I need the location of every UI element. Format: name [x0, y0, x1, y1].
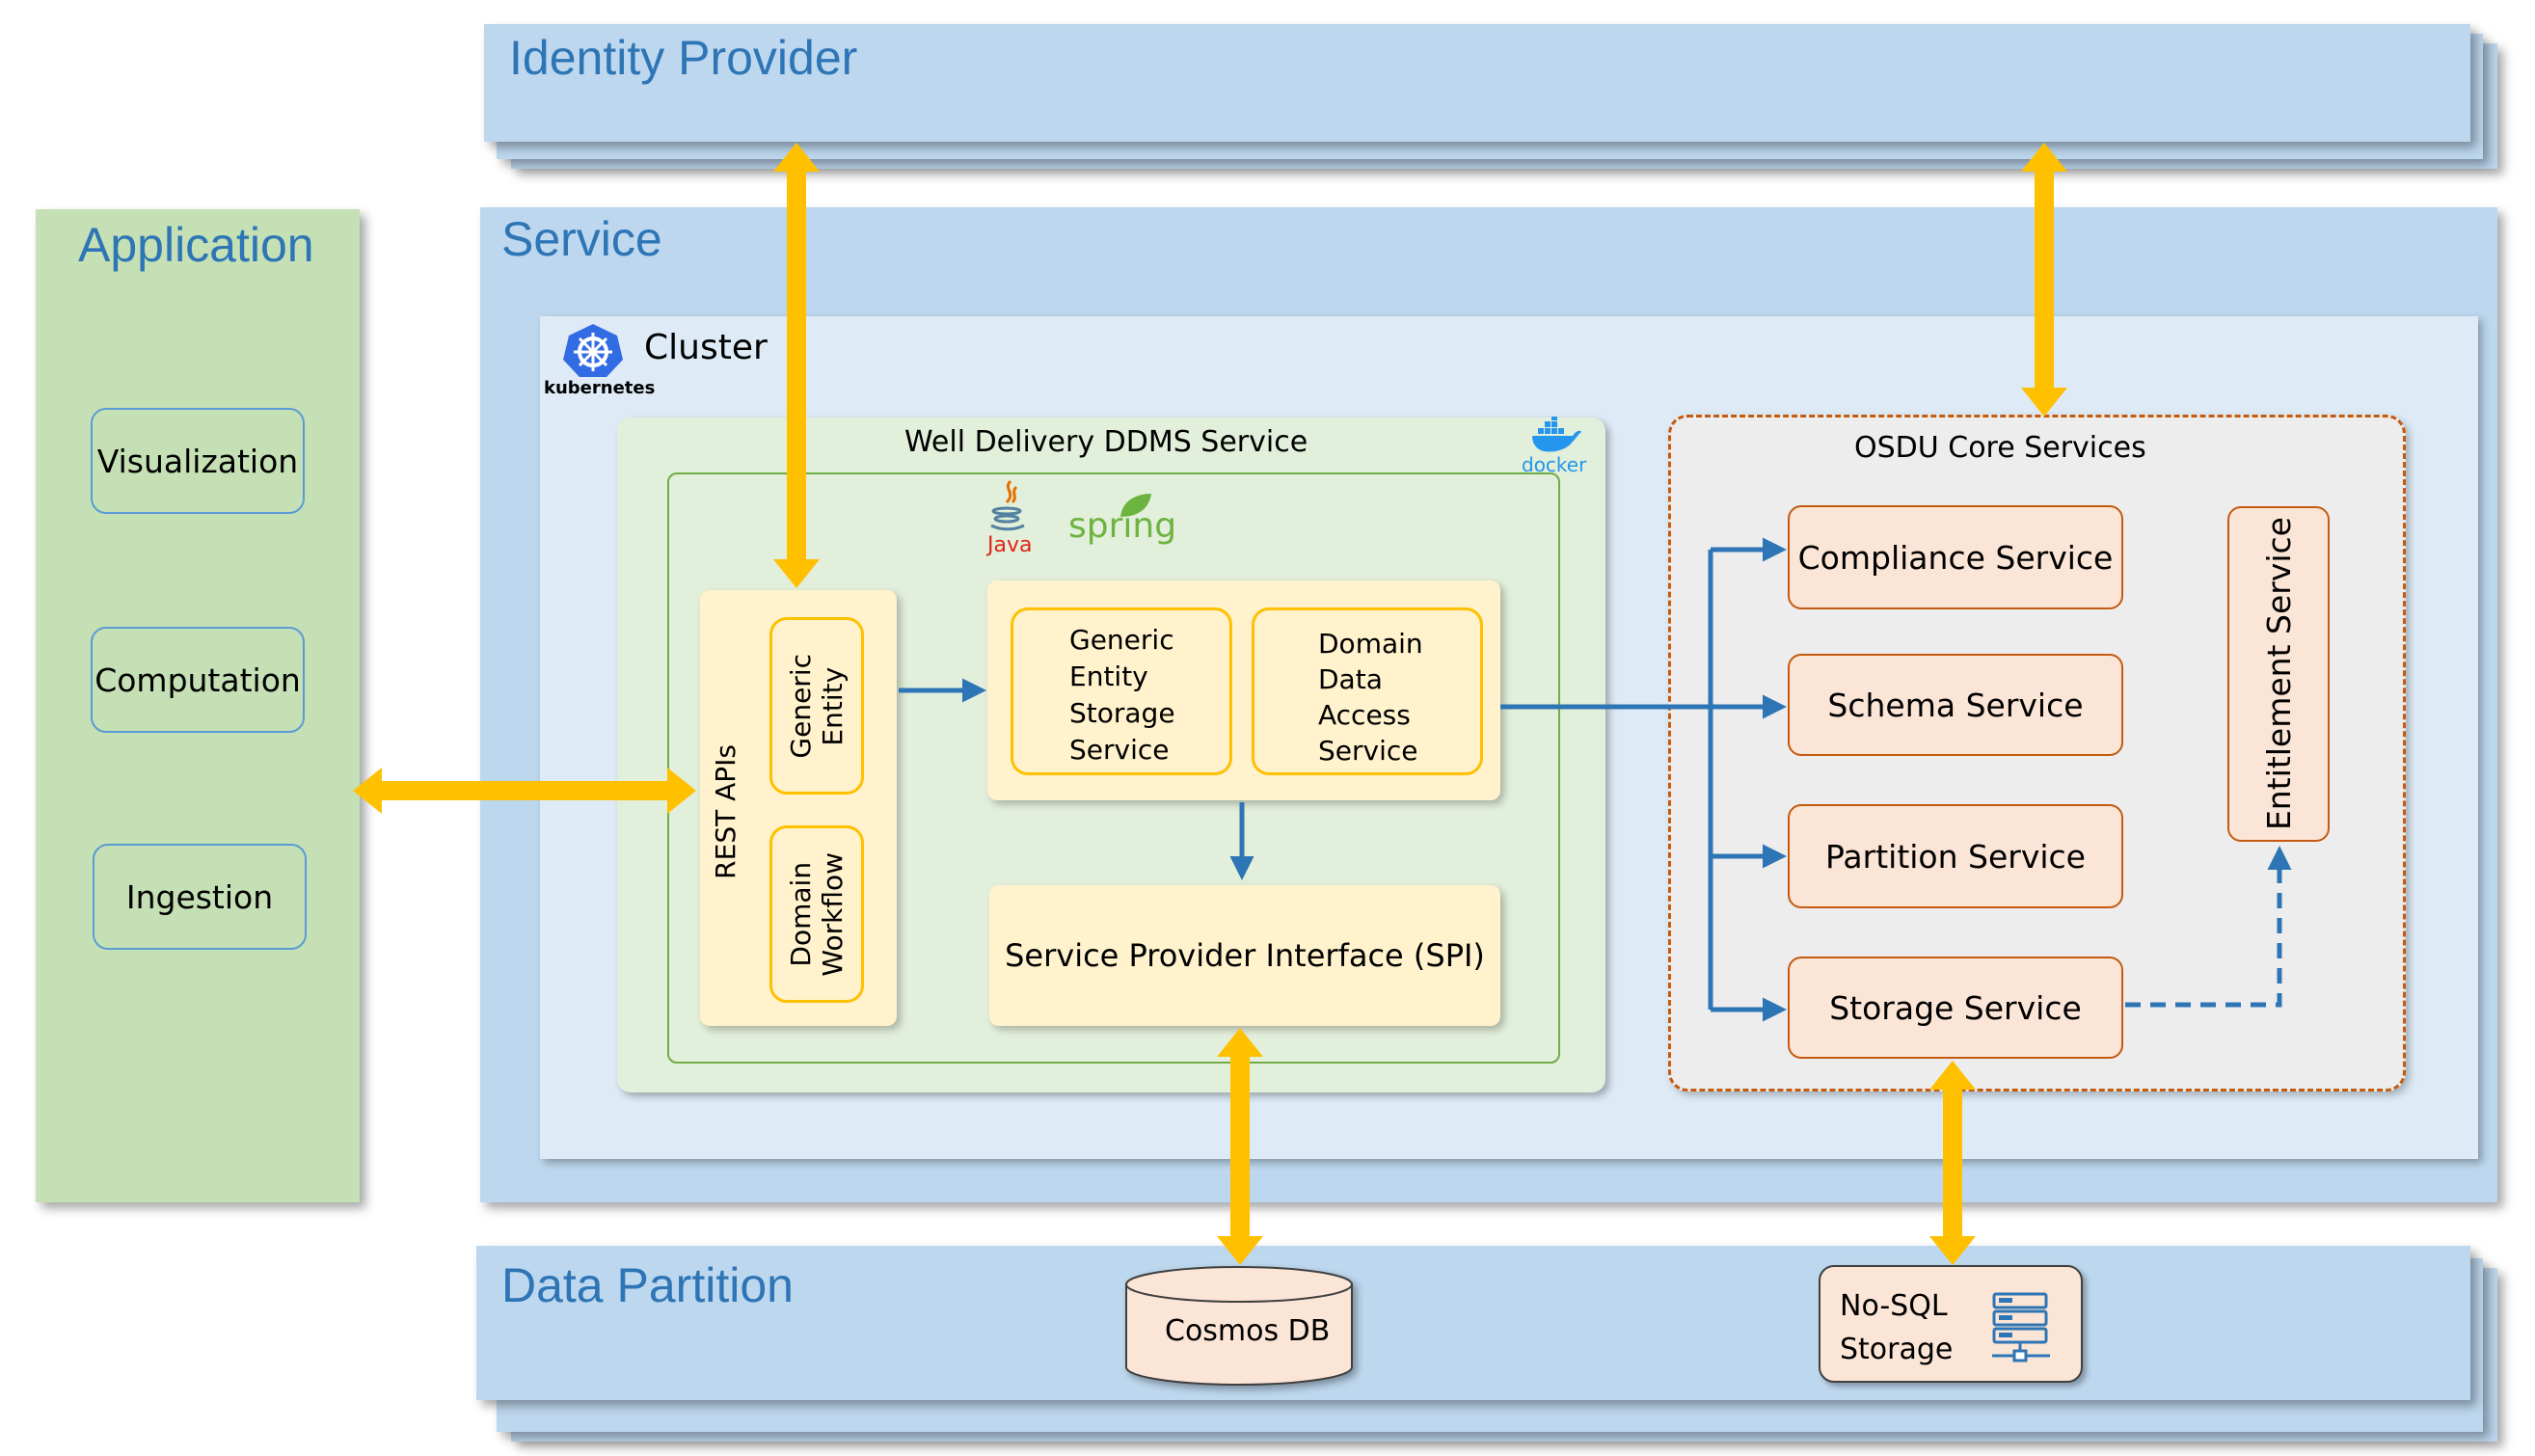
cosmos-db-cylinder — [1125, 1266, 1353, 1386]
data-partition-title: Data Partition — [501, 1258, 794, 1312]
docker-label: docker — [1522, 453, 1587, 476]
application-panel: Application Visualization Computation In… — [36, 209, 360, 1202]
ddms-inner-frame — [667, 472, 1560, 1064]
ingestion-item[interactable]: Ingestion — [93, 844, 307, 950]
ddms-title: Well Delivery DDMS Service — [904, 425, 1308, 459]
docker-icon — [1532, 417, 1581, 452]
kubernetes-label: kubernetes — [544, 378, 656, 398]
idp-rest-arrow — [773, 143, 820, 588]
application-title: Application — [78, 218, 314, 272]
storage-service-box[interactable]: Storage Service — [1788, 957, 2123, 1059]
osdu-title: OSDU Core Services — [1854, 431, 2146, 465]
service-title: Service — [501, 212, 662, 266]
app-rest-arrow — [353, 768, 696, 814]
entitlement-service-box[interactable]: Entitlement Service — [2227, 506, 2330, 842]
java-icon — [990, 479, 1025, 531]
visualization-item[interactable]: Visualization — [91, 408, 305, 514]
idp-osdu-arrow — [2021, 143, 2067, 417]
identity-provider-title: Identity Provider — [509, 31, 858, 85]
cluster-title: Cluster — [644, 328, 768, 367]
storage-nosql-arrow — [1929, 1061, 1976, 1265]
domain-workflow-box[interactable]: Domain Workflow — [769, 825, 864, 1003]
nosql-storage-label: No-SQL Storage — [1840, 1289, 1954, 1366]
partition-service-box[interactable]: Partition Service — [1788, 804, 2123, 908]
computation-item[interactable]: Computation — [91, 627, 305, 733]
nosql-storage-box[interactable]: No-SQL Storage — [1819, 1265, 2083, 1383]
storage-to-entitlement-arrow — [2125, 846, 2292, 1008]
data-partition-panel: Data Partition — [476, 1246, 2470, 1400]
server-icon — [1992, 1292, 2050, 1362]
spring-label: spring — [1068, 506, 1177, 546]
generic-entity-storage-label: Generic Entity Storage Service — [1069, 624, 1175, 766]
generic-entity-box[interactable]: Generic Entity — [769, 617, 864, 795]
domain-data-access-box[interactable]: Domain Data Access Service — [1252, 607, 1483, 775]
generic-entity-storage-box[interactable]: Generic Entity Storage Service — [1011, 607, 1232, 775]
spi-label: Service Provider Interface (SPI) — [1005, 937, 1485, 974]
domain-data-access-label: Domain Data Access Service — [1318, 628, 1423, 767]
spi-box[interactable]: Service Provider Interface (SPI) — [989, 885, 1500, 1026]
spi-cosmos-arrow — [1217, 1028, 1263, 1265]
spring-leaf-icon — [1120, 494, 1151, 517]
compliance-service-box[interactable]: Compliance Service — [1788, 505, 2123, 609]
schema-service-box[interactable]: Schema Service — [1788, 654, 2123, 756]
cosmos-db-label: Cosmos DB — [1165, 1314, 1331, 1348]
kubernetes-icon — [563, 324, 623, 377]
java-label: Java — [987, 533, 1033, 557]
identity-provider-panel: Identity Provider — [484, 24, 2470, 142]
